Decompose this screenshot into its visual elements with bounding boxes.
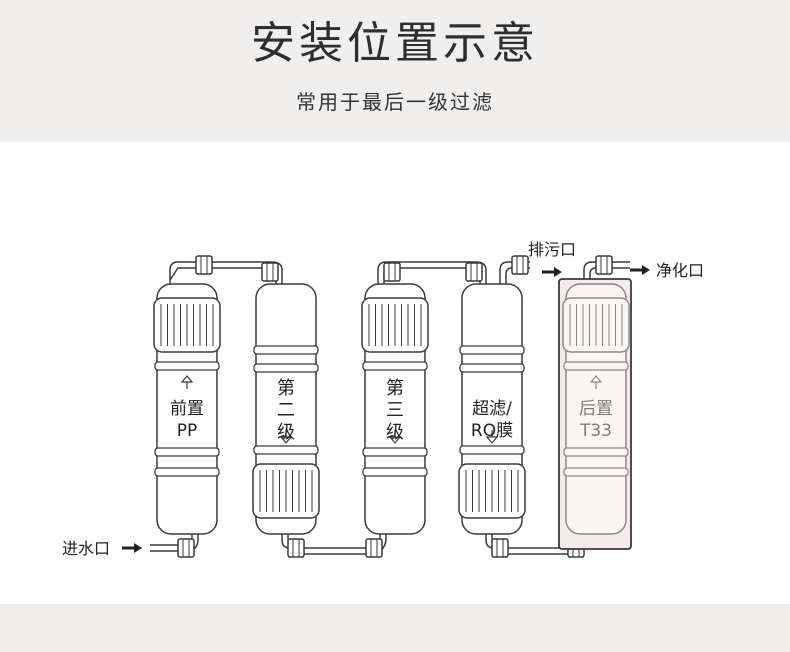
cartridge-band [563,447,629,457]
arrow-down-icon [485,430,499,444]
arrow-down-icon [388,430,402,444]
filter-label: 前置 [170,399,204,419]
arrow-up-icon [589,375,603,389]
cartridge-band [362,467,428,477]
filter-label: 第 [277,378,295,399]
cartridge-band [154,361,220,371]
cartridge-band [563,467,629,477]
pipe-joint [177,538,195,558]
filter-label: 级 [277,422,295,443]
cartridge-band [154,447,220,457]
pipe-joint [195,255,213,275]
pipe-joint [383,262,401,282]
filter-label: PP [177,421,198,441]
pipe-joint [595,255,613,275]
cartridge-band [253,345,319,355]
cartridge-band [459,345,525,355]
filter-cartridge: 第三级 [361,283,429,535]
cartridge-band [253,445,319,455]
arrow-down-icon [279,430,293,444]
pipe-joint [465,262,483,282]
pipe-joint [261,262,279,282]
filter-label: T33 [579,421,612,441]
outlet-arrow-icon [630,265,650,275]
filter-label: RO膜 [471,421,513,441]
arrow-up-icon [180,375,194,389]
filter-label: 后置 [579,399,613,419]
drain-label: 排污口 [528,240,576,259]
pipe-joint [287,538,305,558]
page-subtitle: 常用于最后一级过滤 [296,90,494,114]
inlet-arrow-icon [122,543,142,553]
filter-label: 超滤/ [472,399,512,419]
filter-cartridge: 第二级 [252,283,320,535]
cartridge-band [563,361,629,371]
cartridge-band [362,447,428,457]
pipe-joint [491,538,509,558]
inlet-label: 进水口 [62,539,110,558]
cartridge-band [459,363,525,373]
filter-label: 二 [277,400,295,421]
page-title: 安装位置示意 [251,18,539,69]
footer-band [0,604,790,652]
cartridge-band [362,361,428,371]
cartridge-band [154,467,220,477]
header-band: 安装位置示意 常用于最后一级过滤 [0,0,790,142]
filter-cartridge: 超滤/RO膜 [458,283,526,535]
pipe-joint [365,538,383,558]
filter-label: 三 [386,400,404,421]
cartridge-band [459,445,525,455]
pipe-joint [511,255,529,275]
drain-arrow-icon [542,267,562,277]
outlet-label: 净化口 [656,261,704,280]
filter-label: 第 [386,378,404,399]
filter-label: 级 [386,422,404,443]
cartridge-band [253,363,319,373]
